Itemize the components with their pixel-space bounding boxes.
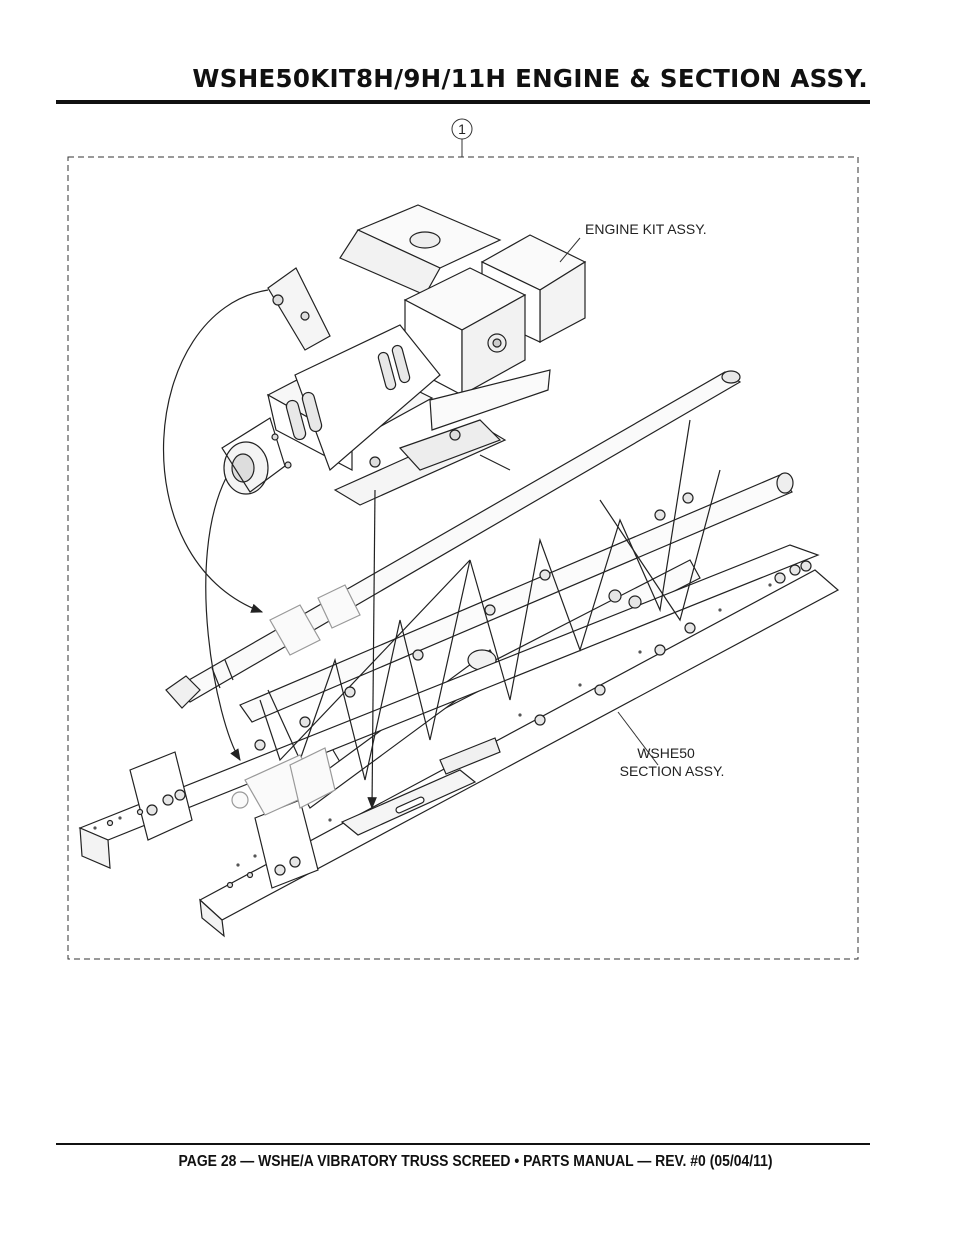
- label-engine-kit: ENGINE KIT ASSY.: [585, 221, 707, 237]
- label-section-line2: SECTION ASSY.: [620, 763, 725, 779]
- section-assembly-illustration: [78, 370, 840, 938]
- assembly-boundary: [67, 156, 859, 960]
- header-rule: [56, 100, 870, 104]
- footer-rule: [56, 1143, 870, 1145]
- label-section-line1: WSHE50: [637, 745, 695, 761]
- callout-1: 1: [451, 118, 473, 157]
- assembly-leader-arrows: [163, 289, 377, 810]
- page-footer: PAGE 28 — WSHE/A VIBRATORY TRUSS SCREED …: [178, 1153, 773, 1170]
- page-title: WSHE50KIT8H/9H/11H ENGINE & SECTION ASSY…: [192, 64, 868, 93]
- engine-kit-illustration: [221, 204, 587, 506]
- callout-number: 1: [458, 121, 466, 137]
